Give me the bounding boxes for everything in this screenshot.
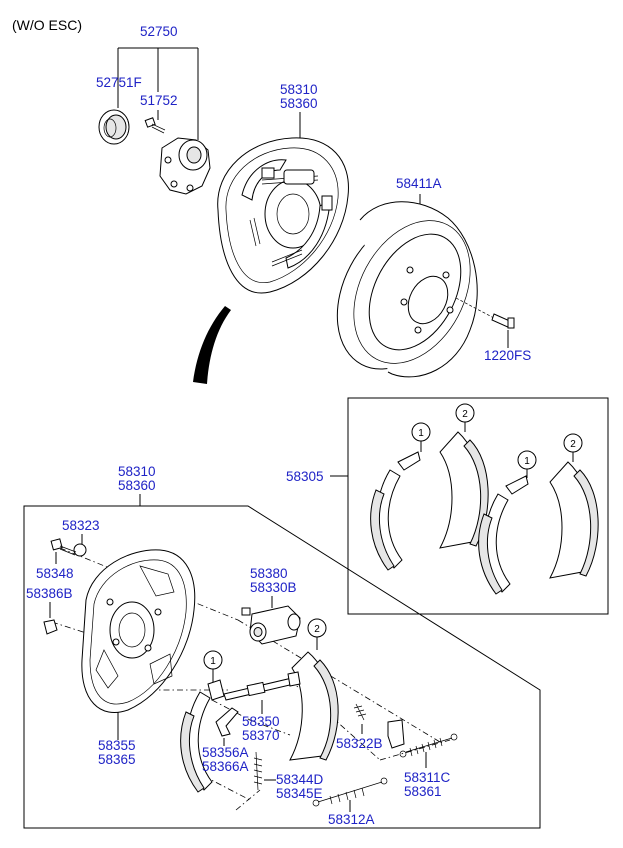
label-58355[interactable]: 58355 — [98, 738, 136, 753]
brake-shoe-lower-1-icon — [180, 679, 225, 793]
brake-shoe-lower-2-icon — [289, 651, 339, 761]
label-58360-top[interactable]: 58360 — [280, 96, 318, 111]
label-58310-mid[interactable]: 58310 — [118, 464, 156, 479]
label-58345E[interactable]: 58345E — [276, 786, 323, 801]
bolt-58348-icon — [50, 538, 77, 556]
hub-bearing-icon — [159, 137, 211, 195]
brake-shoe-1a-icon: 1 — [370, 422, 431, 571]
plug-58323-icon — [73, 543, 87, 557]
label-58310-top[interactable]: 58310 — [280, 82, 318, 97]
label-58366A[interactable]: 58366A — [202, 759, 249, 774]
label-58365[interactable]: 58365 — [98, 752, 136, 767]
svg-text:2: 2 — [570, 439, 576, 450]
assembly-box — [23, 505, 541, 829]
label-58312A[interactable]: 58312A — [328, 812, 375, 827]
label-58360-mid[interactable]: 58360 — [118, 478, 156, 493]
brake-shoe-1b-icon: 1 — [478, 450, 537, 595]
label-58380[interactable]: 58380 — [250, 566, 288, 581]
svg-text:1: 1 — [524, 456, 530, 467]
backing-plate-icon — [81, 549, 196, 713]
svg-text:1: 1 — [418, 428, 424, 439]
shoe-kit-box — [347, 397, 609, 615]
drum-screw-icon — [455, 297, 515, 329]
label-58356A[interactable]: 58356A — [202, 745, 249, 760]
label-58330B[interactable]: 58330B — [250, 580, 297, 595]
variant-header: (W/O ESC) — [12, 17, 82, 33]
label-58386B[interactable]: 58386B — [26, 586, 73, 601]
svg-text:2: 2 — [462, 409, 468, 420]
brake-shoe-2b-icon: 2 — [549, 433, 599, 579]
svg-text:1: 1 — [210, 656, 216, 667]
dust-cap-icon — [98, 109, 130, 145]
adjuster-icon — [223, 671, 301, 701]
return-spring-lower-icon — [312, 777, 388, 807]
wheel-cylinder-icon — [241, 605, 301, 645]
return-spring-upper-icon — [399, 733, 458, 758]
brake-assembly-icon — [217, 137, 349, 294]
label-58305[interactable]: 58305 — [286, 469, 324, 484]
label-58361[interactable]: 58361 — [404, 784, 442, 799]
label-58350[interactable]: 58350 — [242, 714, 280, 729]
adjuster-lever-icon — [215, 707, 239, 737]
label-1220FS[interactable]: 1220FS — [484, 348, 531, 363]
leader-52750 — [117, 47, 199, 140]
label-58411A[interactable]: 58411A — [396, 176, 442, 191]
label-52750[interactable]: 52750 — [140, 24, 178, 39]
hub-bolt-icon — [144, 117, 166, 134]
label-51752[interactable]: 51752 — [140, 93, 178, 108]
label-52751F[interactable]: 52751F — [96, 75, 142, 90]
hold-down-spring-icon — [253, 751, 263, 791]
label-58344D[interactable]: 58344D — [276, 772, 324, 787]
spring-58322B-icon — [353, 703, 367, 721]
section-pointer — [193, 306, 231, 384]
retainer-clip-icon — [387, 719, 405, 749]
label-58322B[interactable]: 58322B — [336, 736, 383, 751]
svg-text:2: 2 — [314, 624, 320, 635]
brake-drum-icon — [336, 201, 478, 378]
label-58311C[interactable]: 58311C — [404, 770, 451, 785]
plug-58386B-icon — [43, 619, 58, 635]
label-58348[interactable]: 58348 — [36, 566, 74, 581]
label-58370[interactable]: 58370 — [242, 728, 280, 743]
label-58323[interactable]: 58323 — [62, 518, 100, 533]
